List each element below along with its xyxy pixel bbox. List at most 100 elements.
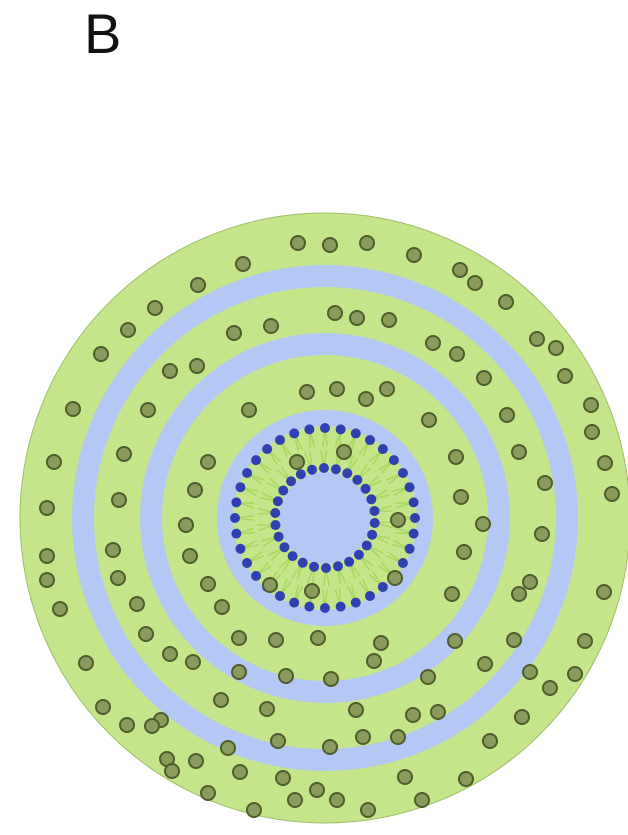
lipid-headgroup (231, 529, 241, 539)
encapsulated-molecule (549, 341, 563, 355)
lipid-headgroup (331, 464, 341, 474)
encapsulated-molecule (584, 398, 598, 412)
lipid-headgroup (289, 598, 299, 608)
encapsulated-molecule (535, 527, 549, 541)
encapsulated-molecule (367, 654, 381, 668)
encapsulated-molecule (190, 359, 204, 373)
encapsulated-molecule (512, 445, 526, 459)
lipid-headgroup (235, 544, 245, 554)
lipid-headgroup (288, 551, 298, 561)
encapsulated-molecule (163, 647, 177, 661)
encapsulated-molecule (269, 633, 283, 647)
encapsulated-molecule (112, 493, 126, 507)
encapsulated-molecule (457, 545, 471, 559)
encapsulated-molecule (53, 602, 67, 616)
encapsulated-molecule (279, 669, 293, 683)
encapsulated-molecule (477, 371, 491, 385)
lipid-headgroup (321, 563, 331, 573)
encapsulated-molecule (40, 573, 54, 587)
lipid-headgroup (278, 485, 288, 495)
encapsulated-molecule (233, 765, 247, 779)
encapsulated-molecule (179, 518, 193, 532)
encapsulated-molecule (483, 734, 497, 748)
lipid-headgroup (304, 602, 314, 612)
encapsulated-molecule (478, 657, 492, 671)
encapsulated-molecule (406, 708, 420, 722)
encapsulated-molecule (388, 571, 402, 585)
encapsulated-molecule (191, 278, 205, 292)
encapsulated-molecule (165, 764, 179, 778)
lipid-headgroup (354, 550, 364, 560)
lipid-headgroup (405, 544, 415, 554)
encapsulated-molecule (47, 455, 61, 469)
lipid-headgroup (405, 482, 415, 492)
encapsulated-molecule (236, 257, 250, 271)
lipid-headgroup (410, 513, 420, 523)
lipid-headgroup (409, 497, 419, 507)
lipid-headgroup (279, 542, 289, 552)
lipid-headgroup (242, 558, 252, 568)
encapsulated-molecule (260, 702, 274, 716)
lipid-headgroup (270, 508, 280, 518)
lipid-headgroup (378, 444, 388, 454)
encapsulated-molecule (117, 447, 131, 461)
encapsulated-molecule (139, 627, 153, 641)
encapsulated-molecule (186, 655, 200, 669)
lipid-headgroup (320, 603, 330, 613)
lipid-headgroup (304, 424, 314, 434)
encapsulated-molecule (227, 326, 241, 340)
lipid-headgroup (286, 476, 296, 486)
encapsulated-molecule (578, 634, 592, 648)
lipid-headgroup (367, 530, 377, 540)
encapsulated-molecule (507, 633, 521, 647)
encapsulated-molecule (94, 347, 108, 361)
encapsulated-molecule (598, 456, 612, 470)
lipid-headgroup (307, 465, 317, 475)
encapsulated-molecule (323, 740, 337, 754)
encapsulated-molecule (276, 771, 290, 785)
encapsulated-molecule (120, 718, 134, 732)
lipid-headgroup (361, 484, 371, 494)
encapsulated-molecule (543, 681, 557, 695)
lipid-headgroup (333, 561, 343, 571)
encapsulated-molecule (215, 600, 229, 614)
lipid-headgroup (296, 469, 306, 479)
lipid-headgroup (336, 424, 346, 434)
encapsulated-molecule (111, 571, 125, 585)
encapsulated-molecule (360, 236, 374, 250)
encapsulated-molecule (515, 710, 529, 724)
lipid-headgroup (309, 562, 319, 572)
encapsulated-molecule (189, 754, 203, 768)
lipid-headgroup (351, 598, 361, 608)
encapsulated-molecule (148, 301, 162, 315)
lipid-headgroup (365, 591, 375, 601)
encapsulated-molecule (214, 693, 228, 707)
encapsulated-molecule (247, 803, 261, 817)
encapsulated-molecule (349, 703, 363, 717)
encapsulated-molecule (391, 730, 405, 744)
encapsulated-molecule (221, 741, 235, 755)
encapsulated-molecule (201, 786, 215, 800)
encapsulated-molecule (454, 490, 468, 504)
encapsulated-molecule (476, 517, 490, 531)
encapsulated-molecule (40, 501, 54, 515)
lipid-headgroup (262, 444, 272, 454)
encapsulated-molecule (523, 575, 537, 589)
encapsulated-molecule (558, 369, 572, 383)
lipid-headgroup (351, 428, 361, 438)
encapsulated-molecule (311, 631, 325, 645)
encapsulated-molecule (374, 636, 388, 650)
lipid-headgroup (342, 468, 352, 478)
encapsulated-molecule (263, 578, 277, 592)
lipid-headgroup (369, 506, 379, 516)
encapsulated-molecule (163, 364, 177, 378)
encapsulated-molecule (356, 730, 370, 744)
encapsulated-molecule (145, 719, 159, 733)
encapsulated-molecule (330, 382, 344, 396)
encapsulated-molecule (585, 425, 599, 439)
encapsulated-molecule (568, 667, 582, 681)
lipid-headgroup (398, 558, 408, 568)
encapsulated-molecule (288, 793, 302, 807)
encapsulated-molecule (40, 549, 54, 563)
